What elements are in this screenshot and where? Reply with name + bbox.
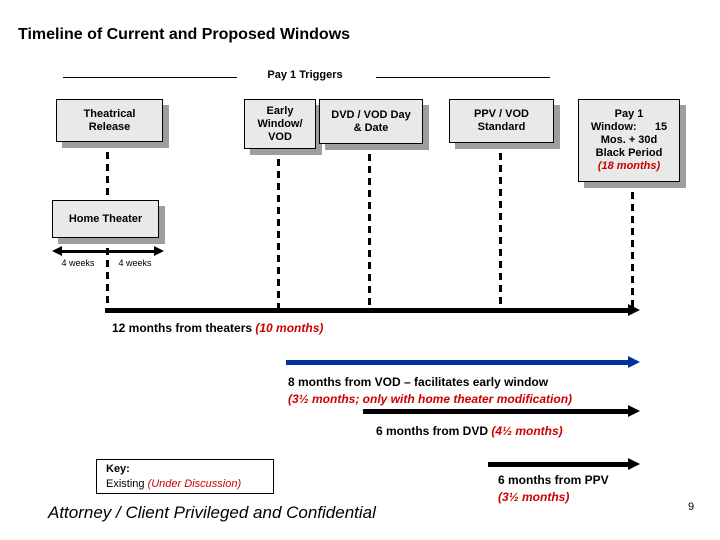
arrow-dvd-head bbox=[628, 405, 640, 417]
trigger-line-right bbox=[376, 77, 550, 78]
box-early-line1: Early bbox=[266, 104, 294, 117]
note-vod-black: 8 months from VOD – facilitates early wi… bbox=[288, 375, 549, 389]
weeks-left-label: 4 weeks bbox=[61, 258, 95, 268]
arrow-ppv bbox=[488, 462, 628, 467]
key-box: Key: Existing (Under Discussion) bbox=[96, 459, 274, 494]
key-under-discussion: (Under Discussion) bbox=[147, 478, 242, 490]
trigger-label: Pay 1 Triggers bbox=[267, 69, 343, 81]
weeks-right-label: 4 weeks bbox=[118, 258, 152, 268]
key-body: Existing (Under Discussion) bbox=[106, 477, 264, 492]
arrow-vod-head bbox=[628, 356, 640, 368]
arrowhead-right bbox=[154, 246, 164, 256]
box-dvd-line2: & Date bbox=[353, 121, 389, 134]
arrow-ppv-head bbox=[628, 458, 640, 470]
box-early-window-vod: Early Window/ VOD bbox=[244, 99, 316, 149]
note-theaters-black: 12 months from theaters bbox=[112, 321, 256, 335]
box-early-line3: VOD bbox=[268, 130, 292, 143]
dashed-line-ppv bbox=[499, 141, 502, 308]
trigger-line-left bbox=[63, 77, 237, 78]
box-dvd-line1: DVD / VOD Day bbox=[331, 108, 411, 121]
box-dvd-vod-day-date: DVD / VOD Day & Date bbox=[319, 99, 423, 144]
box-theatrical-release: Theatrical Release bbox=[56, 99, 163, 142]
box-pay1-line2: Window: 15 bbox=[590, 121, 668, 133]
box-pay1-window: Pay 1 Window: 15 Mos. + 30d Black Period… bbox=[578, 99, 680, 182]
note-ppv-black: 6 months from PPV bbox=[498, 473, 609, 487]
dashed-line-pay1 bbox=[631, 180, 634, 308]
note-ppv-red: (3½ months) bbox=[498, 490, 570, 504]
dashed-line-early-window bbox=[277, 147, 280, 308]
box-ppv-line2: Standard bbox=[477, 121, 526, 133]
arrow-vod bbox=[286, 360, 628, 365]
arrow-dvd bbox=[363, 409, 628, 414]
box-early-line2: Window/ bbox=[257, 117, 303, 130]
box-ppv-line1: PPV / VOD bbox=[473, 108, 530, 120]
note-vod-red: (3½ months; only with home theater modif… bbox=[288, 392, 573, 406]
arrow-theaters bbox=[105, 308, 629, 313]
box-home-theater-label: Home Theater bbox=[68, 212, 143, 225]
box-theatrical-line2: Release bbox=[88, 120, 131, 133]
key-title: Key: bbox=[106, 463, 130, 475]
box-ppv-vod-standard: PPV / VOD Standard bbox=[449, 99, 554, 143]
arrow-theaters-head bbox=[628, 304, 640, 316]
box-pay1-line3: Mos. + 30d bbox=[600, 134, 658, 146]
box-home-theater: Home Theater bbox=[52, 200, 159, 238]
arrowhead-left bbox=[52, 246, 62, 256]
page-title: Timeline of Current and Proposed Windows bbox=[18, 26, 351, 43]
box-pay1-red-line: (18 months) bbox=[597, 160, 661, 172]
page-number: 9 bbox=[688, 501, 695, 513]
dashed-line-dvd bbox=[368, 142, 371, 308]
box-pay1-line4: Black Period bbox=[595, 147, 663, 159]
box-theatrical-line1: Theatrical bbox=[83, 107, 136, 120]
confidential-footer: Attorney / Client Privileged and Confide… bbox=[48, 503, 376, 522]
note-theaters-red: (10 months) bbox=[255, 321, 324, 335]
box-pay1-line1: Pay 1 bbox=[614, 108, 644, 120]
note-dvd-black: 6 months from DVD bbox=[376, 424, 492, 438]
note-dvd-red: (4½ months) bbox=[491, 424, 563, 438]
key-existing: Existing bbox=[106, 478, 148, 490]
